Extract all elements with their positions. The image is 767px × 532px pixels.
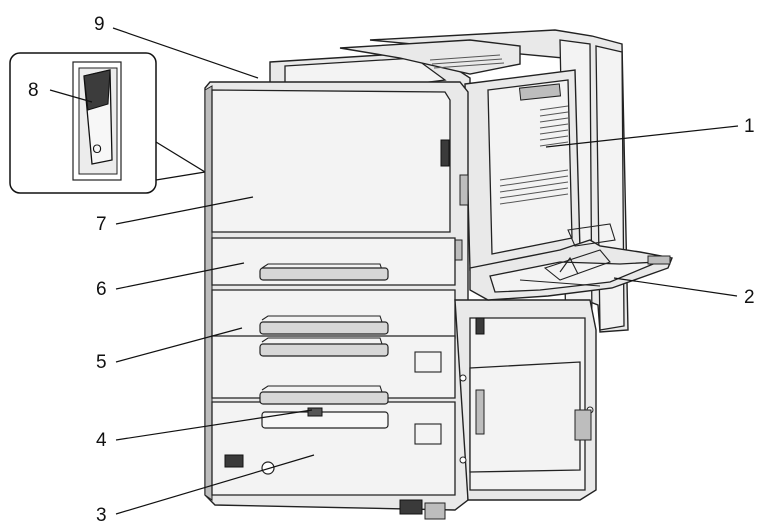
casters (224, 409, 592, 520)
side-vent (499, 105, 569, 205)
callout-5: 5 (96, 352, 107, 373)
callout-8: 8 (28, 80, 39, 101)
switch-off-symbol: O (92, 142, 101, 156)
callout-7: 7 (96, 214, 107, 235)
callout-1: 1 (744, 116, 755, 137)
callout-6: 6 (96, 279, 107, 300)
callout-9: 9 (94, 14, 105, 35)
callouts: 1 2 3 4 5 6 7 8 9 (28, 14, 755, 526)
callout-3: 3 (96, 505, 107, 526)
callout-4: 4 (96, 430, 107, 451)
bypass-tray (469, 223, 673, 301)
power-switch-inset: O (9, 52, 207, 194)
printer-body (204, 29, 673, 520)
front-door (211, 89, 451, 233)
callout-2: 2 (744, 287, 755, 308)
